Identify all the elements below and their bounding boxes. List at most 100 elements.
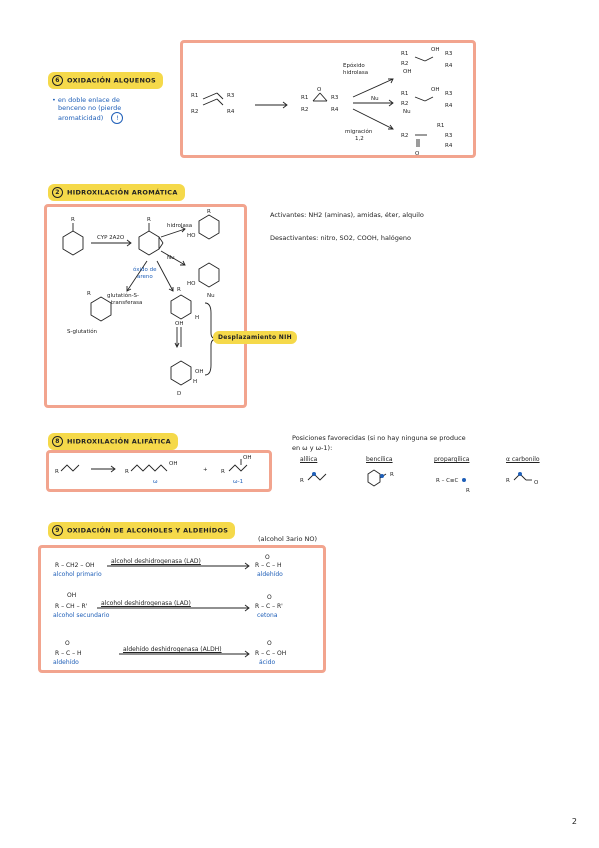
section-4-title: OXIDACIÓN DE ALCOHOLES Y ALDEHÍDOS — [67, 526, 229, 535]
position-propargylic: propargílica — [434, 456, 470, 463]
tertiary-alcohol-note: (alcohol 3ario NO) — [258, 535, 317, 543]
alkene-r3: R3 — [227, 93, 235, 99]
epoxide-r3: R3 — [331, 95, 339, 101]
aldehyde-formula: R – C – H — [255, 562, 282, 569]
svg-text:R: R — [221, 469, 225, 475]
alkene-oxidation-scheme: R1 R2 R3 R4 R1 R2 R3 R4 O Epóxido hidrol… — [191, 47, 453, 155]
svg-text:R: R — [300, 478, 304, 484]
gst-label-1: glutatión-S- — [107, 292, 139, 299]
secondary-alcohol-oh: OH — [67, 592, 77, 599]
svg-text:R: R — [207, 209, 211, 215]
svg-text:H: H — [195, 315, 199, 321]
svg-text:R2: R2 — [401, 101, 408, 107]
secondary-alcohol-formula: R – CH – R' — [55, 603, 88, 610]
note-line: • en doble enlace de — [52, 96, 120, 104]
ketone-formula: R – C – R' — [255, 603, 283, 610]
epoxide-r4: R4 — [331, 107, 339, 113]
primary-alcohol-formula: R – CH2 – OH — [55, 562, 95, 569]
epoxide-r1: R1 — [301, 95, 308, 101]
aldehyde-label-2: aldehído — [53, 659, 79, 666]
svg-text:OH: OH — [431, 47, 439, 53]
acid-formula: R – C – OH — [255, 650, 287, 657]
svg-text:R4: R4 — [445, 143, 453, 149]
cyp-label: CYP 2A2O — [97, 235, 125, 241]
svg-text:R: R — [147, 217, 151, 223]
arene-oxide-label-2: areno — [137, 274, 153, 280]
position-alpha-carbonyl: α carbonilo — [506, 456, 540, 463]
svg-text:OH: OH — [175, 321, 183, 327]
section-2-number: 2 — [52, 187, 63, 198]
svg-text:R1: R1 — [401, 91, 408, 97]
activating-groups: Activantes: NH2 (aminas), amidas, éter, … — [270, 211, 424, 219]
svg-text:OH: OH — [403, 69, 411, 75]
svg-text:OH: OH — [431, 87, 439, 93]
aldehyde-label: aldehído — [257, 571, 283, 578]
section-1-note: • en doble enlace de benceno no (pierde … — [52, 96, 124, 124]
alkene-r4: R4 — [227, 109, 235, 115]
section-3-number: 8 — [52, 436, 63, 447]
svg-text:R: R — [71, 217, 75, 223]
ketone-label: cetona — [257, 612, 278, 619]
aldh-enzyme: aldehído deshidrogenasa (ALDH) — [123, 646, 222, 653]
svg-text:H: H — [193, 379, 197, 385]
aldehyde-o-2: O — [65, 640, 70, 647]
oxidation-arrows — [97, 562, 250, 658]
svg-text:R1: R1 — [401, 51, 408, 57]
svg-text:Nu: Nu — [403, 109, 411, 115]
favored-positions-structures: R R R – C≡C R R O — [300, 469, 539, 494]
page-number: 2 — [571, 817, 577, 826]
omega-label: ω — [153, 479, 158, 485]
epoxide-hydrolase-label-1: Epóxido — [343, 62, 365, 69]
svg-text:R: R — [125, 469, 129, 475]
migration-label-2: 1,2 — [355, 136, 364, 142]
svg-text:OH: OH — [195, 369, 203, 375]
svg-text:R3: R3 — [445, 51, 453, 57]
favored-positions: alílica bencílica propargílica α carboni… — [296, 456, 586, 496]
section-1-title: OXIDACIÓN ALQUENOS — [67, 76, 157, 85]
svg-text:HO: HO — [187, 233, 196, 239]
alcohol-oxidation-box: R – CH2 – OH alcohol primario alcohol de… — [38, 545, 326, 673]
svg-text:R: R — [466, 488, 470, 494]
svg-text:R2: R2 — [401, 61, 408, 67]
svg-text:R1: R1 — [437, 123, 444, 129]
aromatic-hydroxylation-box: R CYP 2A2O R hidrolasa óxido de areno Nu… — [44, 204, 297, 408]
epoxide-r2: R2 — [301, 107, 308, 113]
note-line: aromaticidad) ! — [52, 112, 124, 124]
alkene-r2: R2 — [191, 109, 198, 115]
svg-text:Nu: Nu — [207, 293, 215, 299]
aliphatic-hydroxylation-scheme: R R OH + R OH ω ω-1 — [55, 455, 251, 485]
favored-positions-intro-1: Posiciones favorecidas (si no hay ningun… — [292, 434, 466, 442]
secondary-alcohol-label: alcohol secundario — [53, 612, 110, 619]
alkene-r1: R1 — [191, 93, 198, 99]
svg-text:R3: R3 — [445, 133, 453, 139]
section-1-heading: 6 OXIDACIÓN ALQUENOS — [48, 72, 164, 89]
ketone-o: O — [267, 594, 272, 601]
svg-text:R: R — [390, 472, 394, 478]
svg-text:OH: OH — [243, 455, 251, 461]
aromatic-hydroxylation-scheme: R CYP 2A2O R hidrolasa óxido de areno Nu… — [62, 209, 220, 397]
migration-label-1: migración — [345, 128, 373, 135]
position-benzylic: bencílica — [366, 456, 393, 463]
svg-text:R: R — [177, 287, 181, 293]
svg-text:O: O — [534, 480, 539, 486]
epoxide-hydrolase-label-2: hidrolasa — [343, 70, 368, 76]
svg-text:HO: HO — [187, 281, 196, 287]
section-1-number: 6 — [52, 75, 63, 86]
deactivating-groups: Desactivantes: nitro, SO2, COOH, halógen… — [270, 234, 411, 242]
svg-text:O: O — [415, 151, 420, 155]
svg-text:OH: OH — [169, 461, 177, 467]
svg-text:R – C≡C: R – C≡C — [436, 478, 459, 484]
svg-text:R: R — [87, 291, 91, 297]
svg-text:D: D — [177, 391, 181, 397]
warning-icon: ! — [111, 112, 124, 124]
aldehyde-formula-2: R – C – H — [55, 650, 82, 657]
svg-text:R: R — [55, 469, 59, 475]
svg-text:R3: R3 — [445, 91, 453, 97]
svg-text:+: + — [203, 467, 208, 473]
svg-text:R4: R4 — [445, 63, 453, 69]
alkene-oxidation-box: R1 R2 R3 R4 R1 R2 R3 R4 O Epóxido hidrol… — [180, 40, 476, 158]
aliphatic-hydroxylation-box: R R OH + R OH ω ω-1 — [46, 450, 272, 492]
svg-text:R4: R4 — [445, 103, 453, 109]
